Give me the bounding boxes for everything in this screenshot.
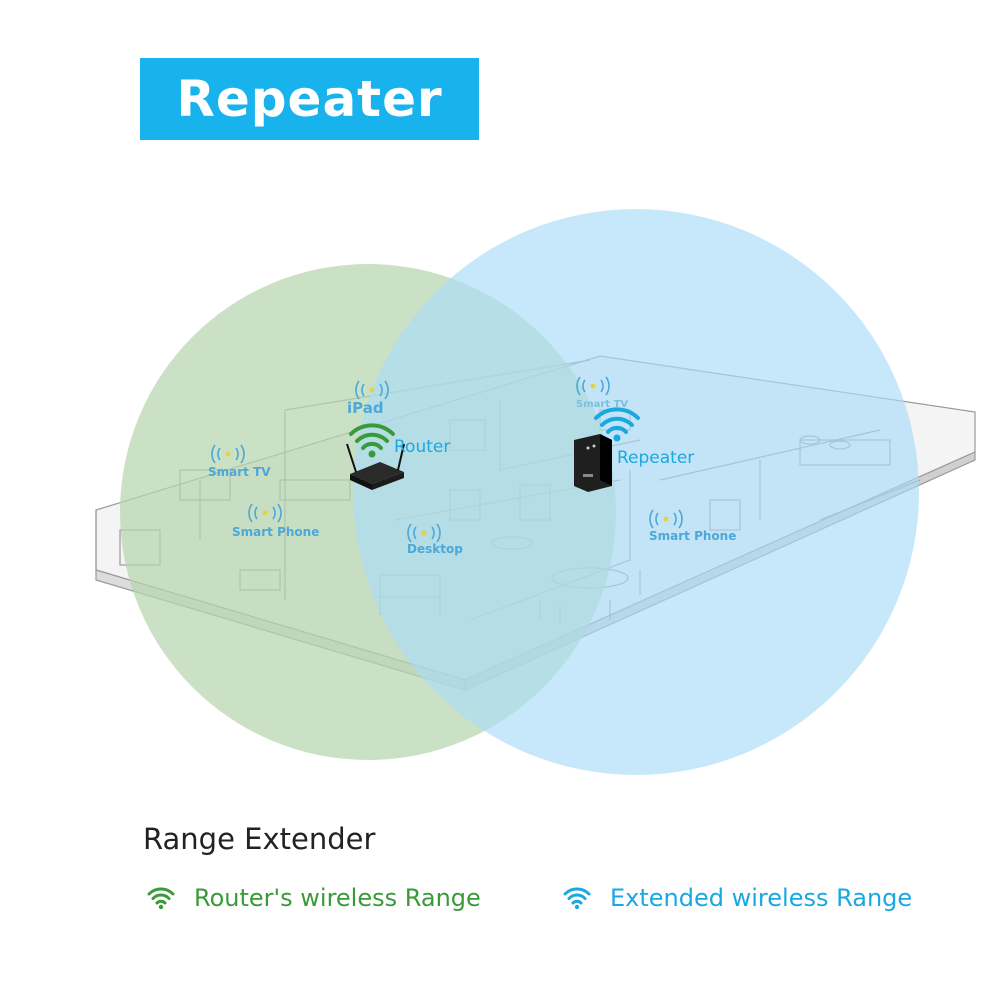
repeater-device (574, 434, 612, 492)
router-label: Router (394, 437, 451, 457)
desktop-label: Desktop (407, 542, 463, 556)
legend-router-range: Router's wireless Range (146, 884, 481, 912)
wifi-icon (147, 887, 175, 910)
wifi-icon (563, 887, 591, 910)
title-banner: Repeater (140, 58, 479, 140)
extended-range-circle (353, 209, 919, 775)
title-text: Repeater (176, 70, 443, 128)
legend-router-range-label: Router's wireless Range (194, 884, 481, 912)
router-wifi-icon (349, 423, 395, 458)
smart-tv-label-left: Smart TV (208, 465, 271, 479)
repeater-wifi-icon (594, 407, 640, 442)
ipad-label: iPad (347, 399, 384, 417)
smart-phone-label-right: Smart Phone (649, 529, 737, 543)
range-extender-title: Range Extender (143, 822, 376, 856)
router-device (346, 443, 405, 490)
smart-tv-label-right: Smart TV (576, 399, 629, 410)
smart-phone-label-left: Smart Phone (232, 525, 320, 539)
repeater-label: Repeater (617, 448, 695, 468)
legend-extended-range-label: Extended wireless Range (610, 884, 913, 912)
signal-icon (211, 376, 683, 543)
legend-extended-range: Extended wireless Range (562, 884, 912, 912)
